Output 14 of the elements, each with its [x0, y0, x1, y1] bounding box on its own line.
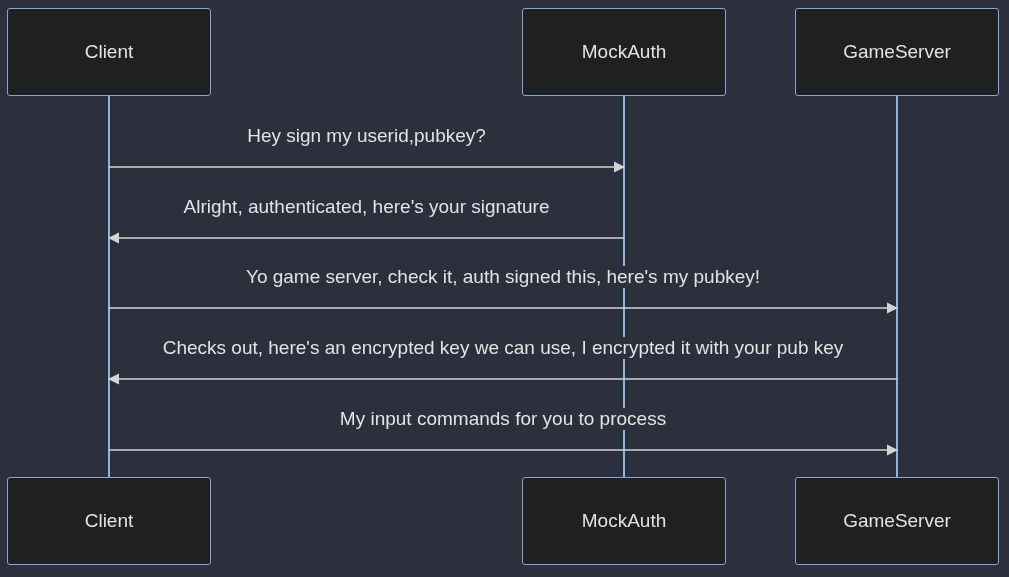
- message-arrow: [107, 373, 898, 385]
- message-arrow: [108, 444, 899, 456]
- message-arrow: [108, 302, 899, 314]
- lifeline: [896, 96, 898, 477]
- message-arrow: [108, 161, 626, 173]
- participant-box: MockAuth: [522, 8, 726, 96]
- participant-box: Client: [7, 8, 211, 96]
- participant-box: GameServer: [795, 8, 999, 96]
- lifeline: [108, 96, 110, 477]
- participant-box: MockAuth: [522, 477, 726, 565]
- message-arrow: [107, 232, 625, 244]
- participant-box: GameServer: [795, 477, 999, 565]
- participant-box: Client: [7, 477, 211, 565]
- message-label: Checks out, here's an encrypted key we can use, I encrypted it with your pub key: [160, 337, 846, 359]
